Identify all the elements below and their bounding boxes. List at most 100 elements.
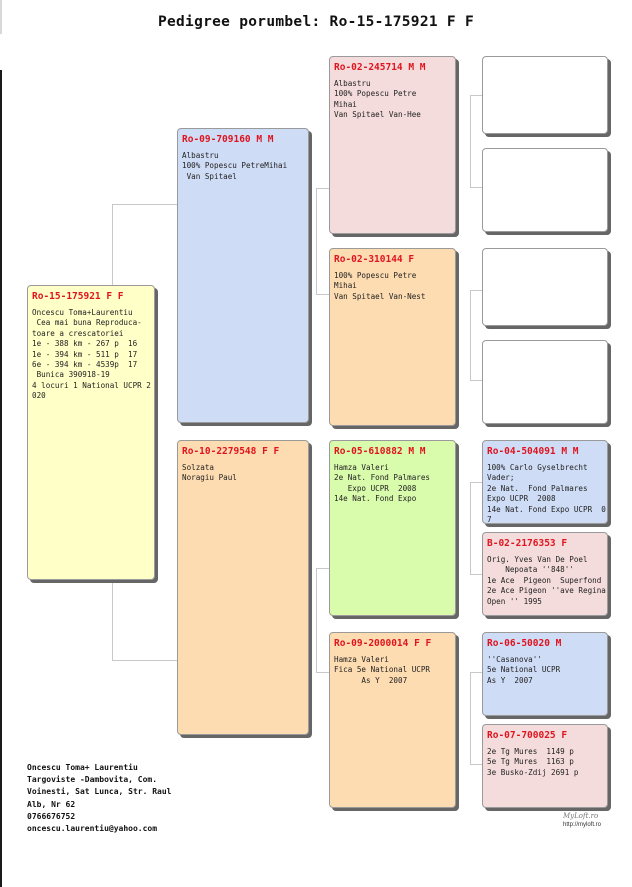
detail-line: Albastru [182,151,219,160]
detail-line: 1e Ace Pigeon Superfond [487,575,602,585]
empty-ancestor-card[interactable] [482,148,608,232]
detail-line: 7 [487,515,492,524]
detail-line: As Y 2007 [334,675,408,685]
connector [470,672,482,673]
detail-line: 2e Ace Pigeon ''ave Regina [487,586,606,596]
detail-line: Hamza Valeri [334,463,389,472]
ring-number: Ro-02-310144 F [334,254,415,265]
detail-line: 100% Popescu Petre [334,89,417,99]
breeder-name: Oncescu Toma+ Laurentiu [27,763,138,772]
connector [470,290,482,291]
detail-line: 2e Nat. Fond Palmares [334,473,431,483]
connector [470,574,482,575]
breeder-address-line: Targoviste -Dambovita, Com. [27,775,158,785]
detail-line: Solzata [182,463,215,472]
ring-number: Ro-09-2000014 F F [334,638,432,649]
detail-line: As Y 2007 [487,675,533,685]
detail-line: Cea mai buna Reproduca- [32,318,142,328]
connector [470,482,482,483]
logo-signature: MyLoft.ro [563,812,599,820]
page-title: Pedigree porumbel: Ro-15-175921 F F [157,14,475,30]
detail-line: 4 locuri 1 National UCPR 2 [32,380,151,390]
great-grandparent-card[interactable]: B-02-2176353 F Orig. Yves Van De Poel Ne… [482,532,608,616]
breeder-address-line: Alb, Nr 62 [27,799,76,809]
detail-line: Mihai [334,281,357,291]
empty-ancestor-card[interactable] [482,56,608,134]
detail-line: 100% Popescu Petre [334,271,417,280]
connector [470,482,471,574]
detail-line: 1e - 388 km - 267 p 16 [32,339,138,349]
connector [470,95,471,187]
detail-line: Bunica 390918-19 [32,370,110,380]
detail-line: Vader; [487,473,515,483]
detail-line: Van Spitael [182,171,237,181]
connector [470,380,482,381]
connector [316,188,317,294]
page-edge-top [0,0,2,34]
great-grandparent-card[interactable]: Ro-06-50020 M ''Casanova''5e National UC… [482,632,608,716]
ring-number: Ro-15-175921 F F [32,291,124,302]
detail-line: 3e Busko-Zdij 2691 p [487,767,579,777]
connector [112,204,178,205]
detail-line: Expo UCPR 2008 [487,494,556,504]
myloft-logo[interactable]: MyLoft.ro http://myloft.ro [563,812,613,834]
ring-number: Ro-10-2279548 F F [182,446,280,457]
connector [470,290,471,380]
subject-pigeon-card[interactable]: Ro-15-175921 F F Oncescu Toma+Laurentiu … [27,285,155,580]
pigeon-details: Oncescu Toma+Laurentiu Cea mai buna Repr… [32,308,151,402]
detail-line: Noragiu Paul [182,473,237,483]
ring-number: Ro-05-610882 M M [334,446,426,457]
connector [316,672,330,673]
detail-line: 2e Nat. Fond Palmares [487,483,588,493]
connector [470,187,482,188]
ring-number: Ro-02-245714 M M [334,62,426,73]
detail-line: 6e - 394 km - 4539p 17 [32,360,138,370]
empty-ancestor-card[interactable] [482,248,608,326]
detail-line: Nepoata ''848'' [487,565,574,575]
detail-line: Mihai [334,99,357,109]
detail-line: Van Spitael Van-Hee [334,110,421,120]
detail-line: Expo UCPR 2008 [334,483,417,493]
detail-line: 020 [32,391,46,401]
detail-line: 5e Tg Mures 1163 p [487,757,574,767]
detail-line: 100% Carlo Gyselbrecht [487,463,588,472]
ring-number: Ro-04-504091 M M [487,446,579,457]
detail-line: ''Casanova'' [487,655,542,664]
connector [316,568,317,672]
breeder-phone: 0766676752 [27,811,76,821]
ring-number: B-02-2176353 F [487,538,568,549]
connector [470,672,471,764]
breeder-email[interactable]: oncescu.laurentiu@yahoo.com [27,824,158,834]
connector [316,294,330,295]
detail-line: Hamza Valeri [334,655,389,664]
logo-url[interactable]: http://myloft.ro [563,822,602,828]
detail-line: Oncescu Toma+Laurentiu [32,308,133,317]
detail-line: Open '' 1995 [487,596,542,606]
empty-ancestor-card[interactable] [482,340,608,424]
detail-line: Orig. Yves Van De Poel [487,555,588,564]
ring-number: Ro-07-700025 F [487,730,568,741]
detail-line: Fica 5e National UCPR [334,665,431,675]
connector [112,660,178,661]
connector [316,568,330,569]
connector [470,764,482,765]
ring-number: Ro-06-50020 M [487,638,562,649]
page-edge-left [0,70,2,887]
detail-line: 100% Popescu PetreMihai [182,161,288,171]
